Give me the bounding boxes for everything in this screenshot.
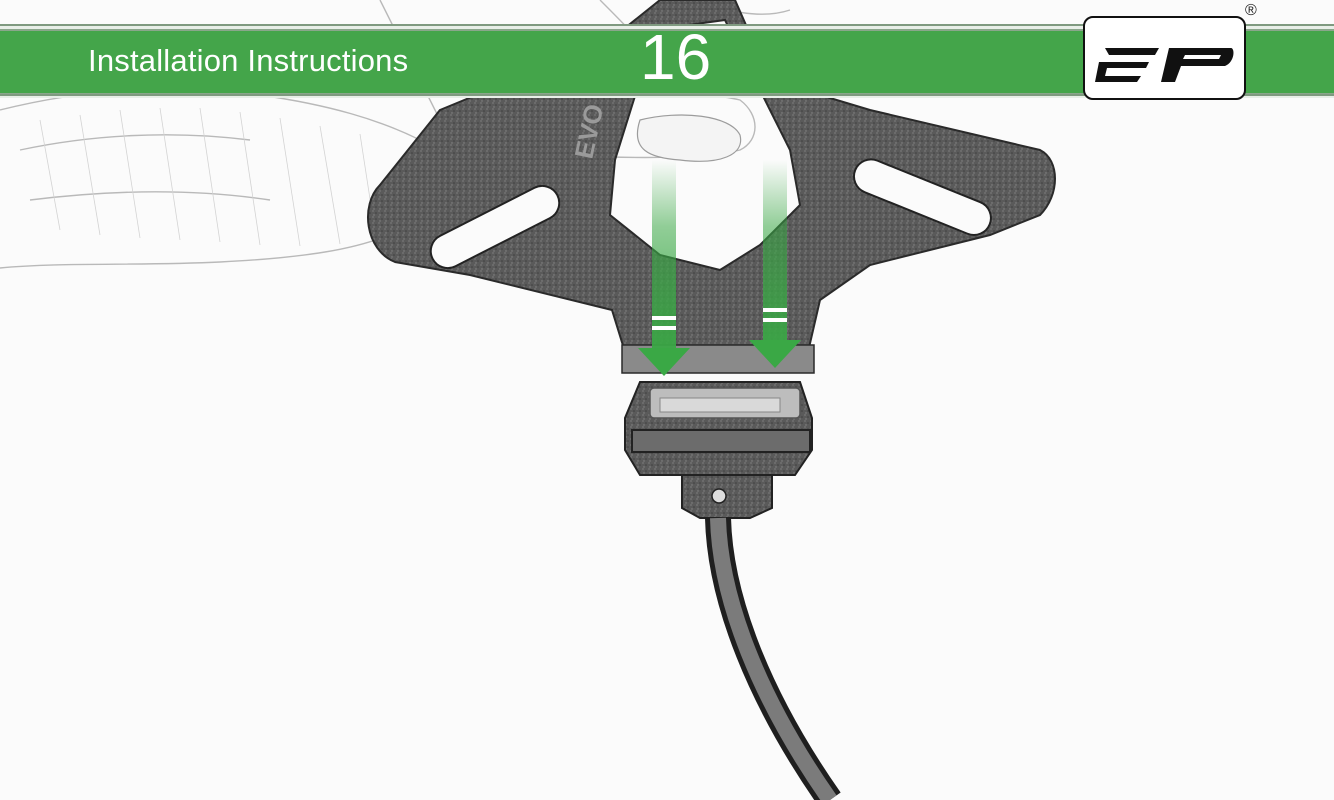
arrow-down-icon xyxy=(749,160,801,368)
page-title: Installation Instructions xyxy=(88,43,409,78)
header-rule-bottom xyxy=(0,94,1334,96)
device-module xyxy=(624,381,813,519)
bracket-slot-right xyxy=(853,158,992,236)
bracket-slot-left xyxy=(429,184,561,270)
cable xyxy=(705,517,841,800)
arrow-down-icon xyxy=(638,160,690,376)
registered-mark: ® xyxy=(1245,2,1257,19)
hand-shading xyxy=(39,107,377,247)
ep-logo-icon xyxy=(1095,48,1234,82)
thumb-sketch xyxy=(636,114,742,162)
header-rule-top xyxy=(0,24,1334,26)
page-number: 16 xyxy=(640,21,712,93)
logo xyxy=(1083,16,1246,100)
